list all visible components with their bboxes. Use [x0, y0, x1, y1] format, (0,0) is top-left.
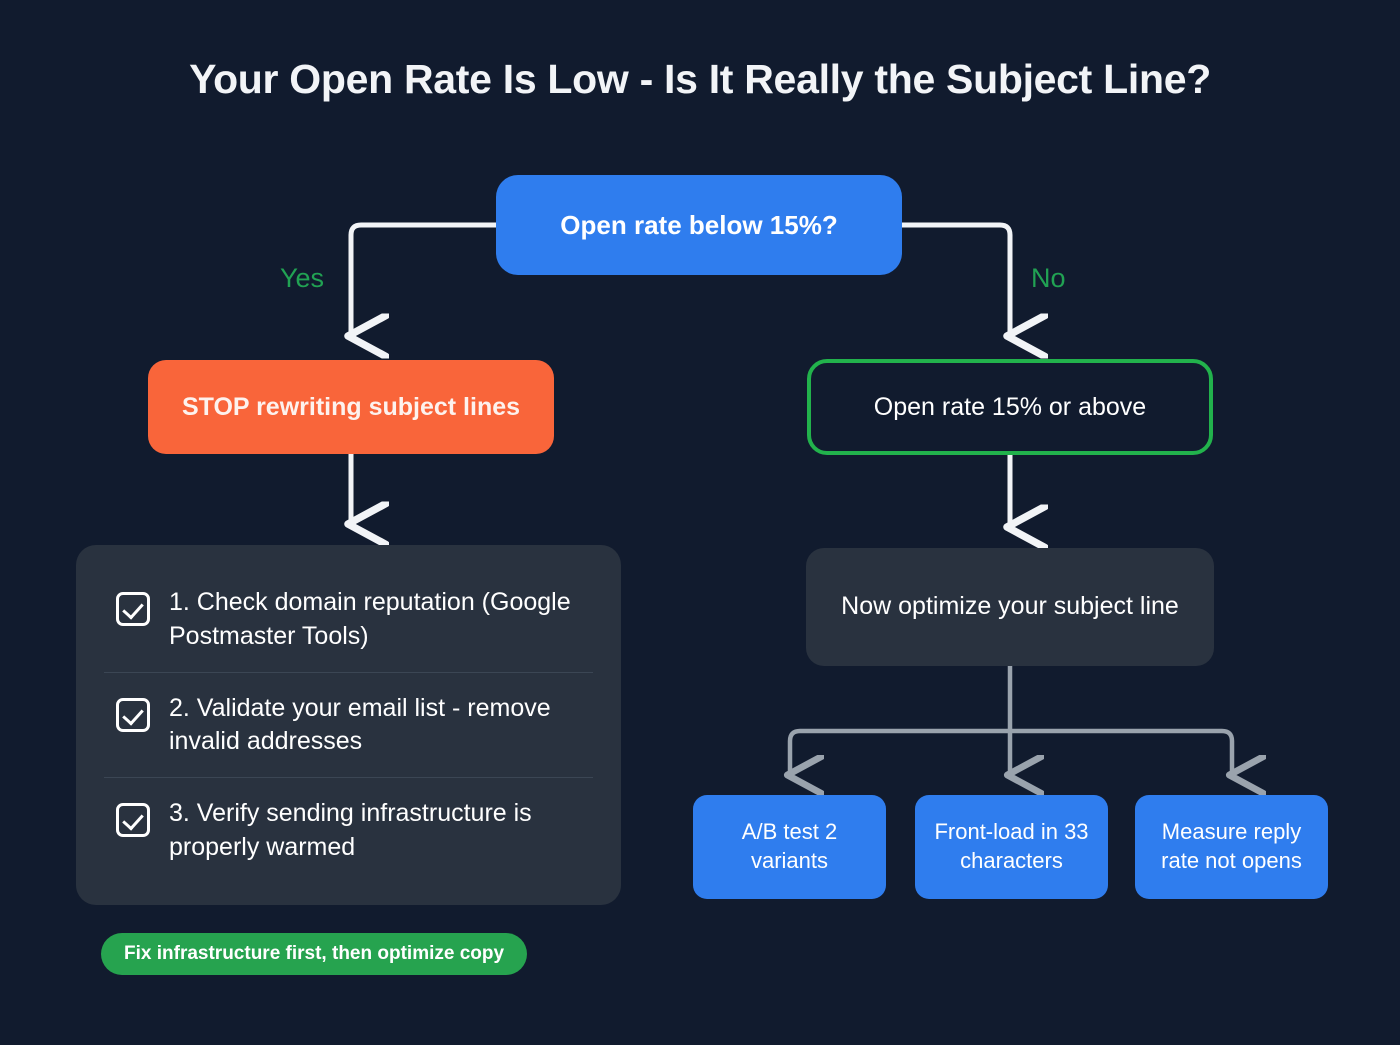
branch-label-no: No: [1031, 263, 1066, 293]
list-item[interactable]: 1. Check domain reputation (Google Postm…: [104, 567, 593, 672]
branch-label-yes: Yes: [280, 263, 325, 293]
connector-no: [899, 222, 1010, 336]
decision-node-open-rate[interactable]: Open rate below 15%?: [496, 175, 902, 275]
open-rate-above-node[interactable]: Open rate 15% or above: [807, 359, 1213, 455]
checkbox-checked-icon[interactable]: [116, 697, 150, 732]
status-badge-takeaway: Fix infrastructure first, then optimize …: [101, 933, 528, 975]
tactic-node-front-load[interactable]: Front-load in 33 characters: [915, 795, 1108, 899]
tactic-node-measure-reply[interactable]: Measure reply rate not opens: [1135, 795, 1328, 899]
list-item-label: 3. Verify sending infrastructure is prop…: [169, 799, 532, 861]
connector-yes: [351, 222, 499, 336]
list-item-label: 1. Check domain reputation (Google Postm…: [169, 588, 571, 650]
tactic-node-ab-test[interactable]: A/B test 2 variants: [693, 795, 886, 899]
page-title: Your Open Rate Is Low - Is It Really the…: [189, 56, 1211, 102]
list-item[interactable]: 2. Validate your email list - remove inv…: [104, 671, 593, 778]
connector-tactic-0: [790, 728, 1013, 775]
checkbox-checked-icon[interactable]: [116, 803, 150, 838]
list-item[interactable]: 3. Verify sending infrastructure is prop…: [104, 777, 593, 883]
infrastructure-checklist-panel: 1. Check domain reputation (Google Postm…: [76, 545, 621, 905]
checkbox-checked-icon[interactable]: [116, 592, 150, 627]
list-item-label: 2. Validate your email list - remove inv…: [169, 693, 551, 755]
stop-rewriting-node[interactable]: STOP rewriting subject lines: [148, 360, 554, 454]
optimize-subject-line-node[interactable]: Now optimize your subject line: [806, 548, 1214, 666]
connector-tactic-2: [1007, 728, 1232, 775]
